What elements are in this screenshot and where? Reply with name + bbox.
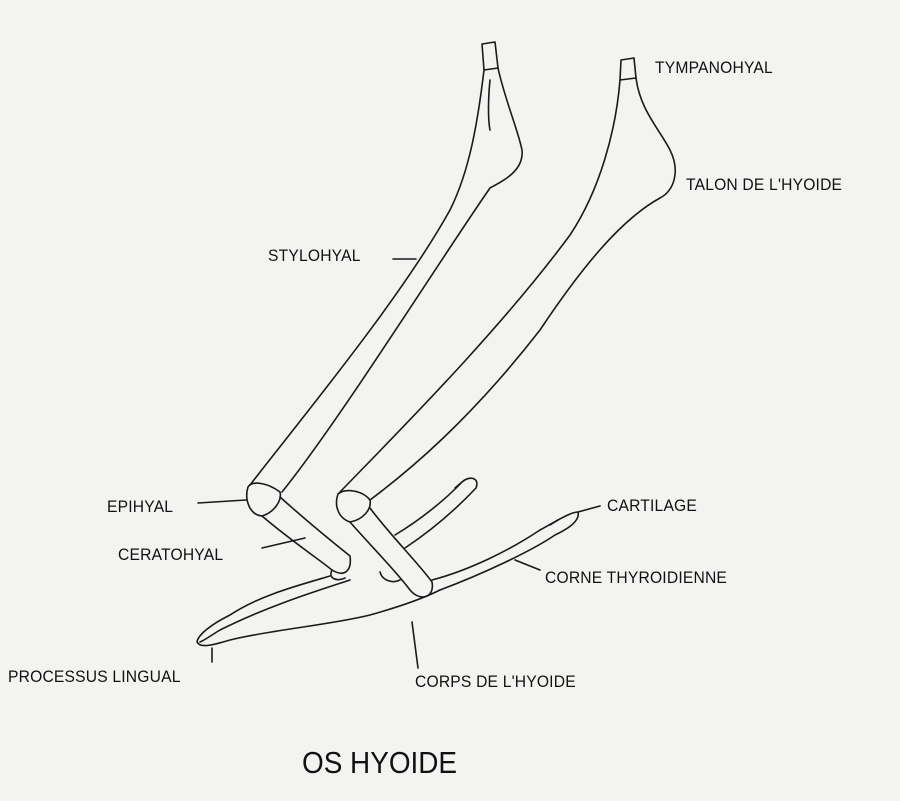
right-stylohyal-bone: [339, 57, 676, 501]
label-talon-de-l-hyoide: TALON DE L'HYOIDE: [686, 175, 843, 194]
leader-lines: [197, 258, 601, 669]
corps-de-l-hyoide: [196, 575, 441, 647]
label-epihyal: EPIHYAL: [107, 497, 174, 516]
label-stylohyal: STYLOHYAL: [268, 246, 361, 265]
epihyal-joints: [246, 482, 372, 523]
label-corne-thyroidienne: CORNE THYROIDIENNE: [545, 568, 728, 587]
label-cartilage: CARTILAGE: [607, 496, 698, 515]
label-ceratohyal: CERATOHYAL: [118, 545, 224, 564]
left-stylohyal-bone: [249, 41, 523, 493]
label-tympanohyal: TYMPANOHYAL: [655, 58, 773, 77]
diagram-title: OS HYOIDE: [302, 745, 458, 780]
label-processus-lingual: PROCESSUS LINGUAL: [8, 667, 181, 686]
label-corps-de-l-hyoide: CORPS DE L'HYOIDE: [415, 672, 576, 691]
